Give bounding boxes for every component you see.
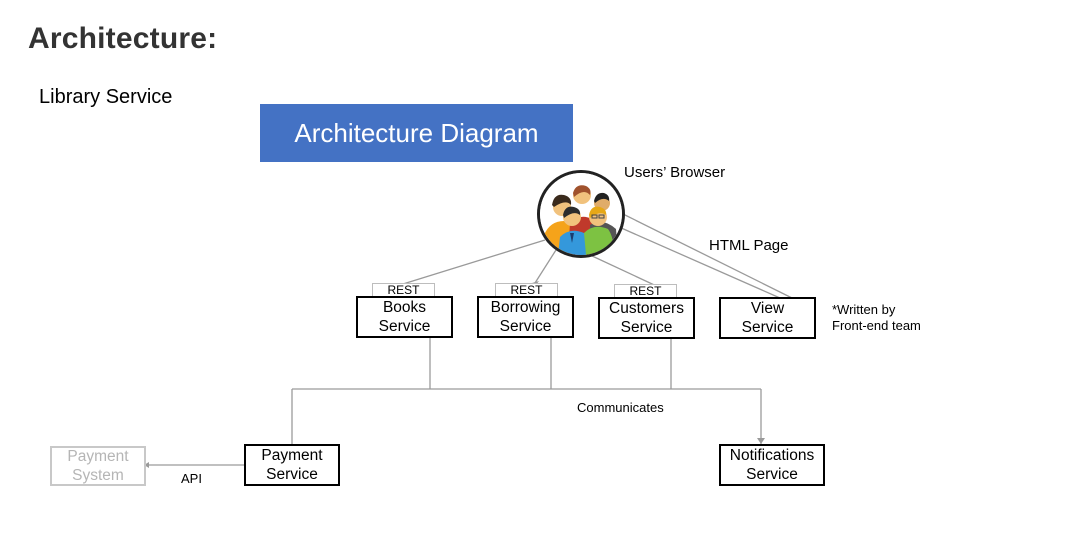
- line-users-view-b: [618, 226, 781, 299]
- books-service-box: Books Service: [356, 296, 453, 338]
- api-label: API: [181, 471, 202, 486]
- line-users-view-a: [622, 213, 793, 299]
- users-browser-avatar: [537, 170, 625, 258]
- rest-label-books: REST: [372, 283, 435, 296]
- rest-label-customers: REST: [614, 284, 677, 297]
- borrowing-service-box: Borrowing Service: [477, 296, 574, 338]
- page-title: Architecture:: [28, 22, 218, 55]
- line-users-borrowing: [534, 249, 557, 284]
- notifications-service-box: Notifications Service: [719, 444, 825, 486]
- users-browser-label: Users’ Browser: [624, 164, 726, 181]
- diagram-banner: Architecture Diagram: [260, 104, 573, 162]
- page-subtitle: Library Service: [39, 86, 173, 108]
- line-users-books: [402, 239, 546, 285]
- customers-service-box: Customers Service: [598, 297, 695, 339]
- payment-service-box: Payment Service: [244, 444, 340, 486]
- frontend-note: *Written by Front-end team: [832, 302, 921, 333]
- communicates-label: Communicates: [577, 400, 664, 415]
- payment-system-box: Payment System: [50, 446, 146, 486]
- arrow-payment-system: [144, 462, 149, 468]
- arrow-notifications: [757, 438, 765, 444]
- view-service-box: View Service: [719, 297, 816, 339]
- rest-label-borrowing: REST: [495, 283, 558, 296]
- html-page-label: HTML Page: [709, 237, 789, 254]
- people-group-icon: [540, 173, 622, 255]
